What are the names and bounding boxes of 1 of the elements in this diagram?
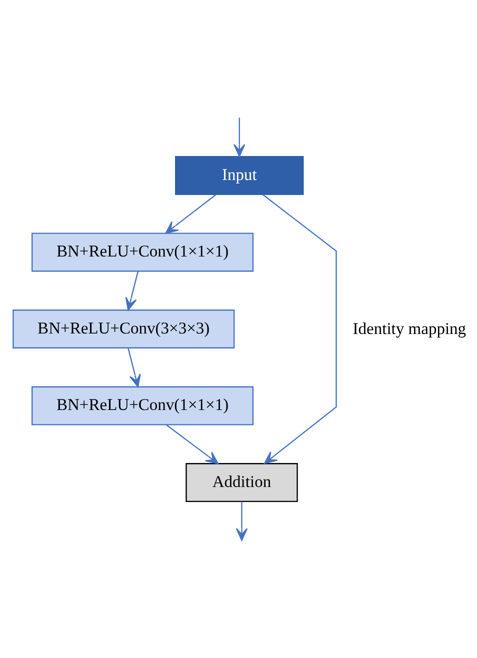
edge-label: Identity mapping (352, 318, 466, 338)
